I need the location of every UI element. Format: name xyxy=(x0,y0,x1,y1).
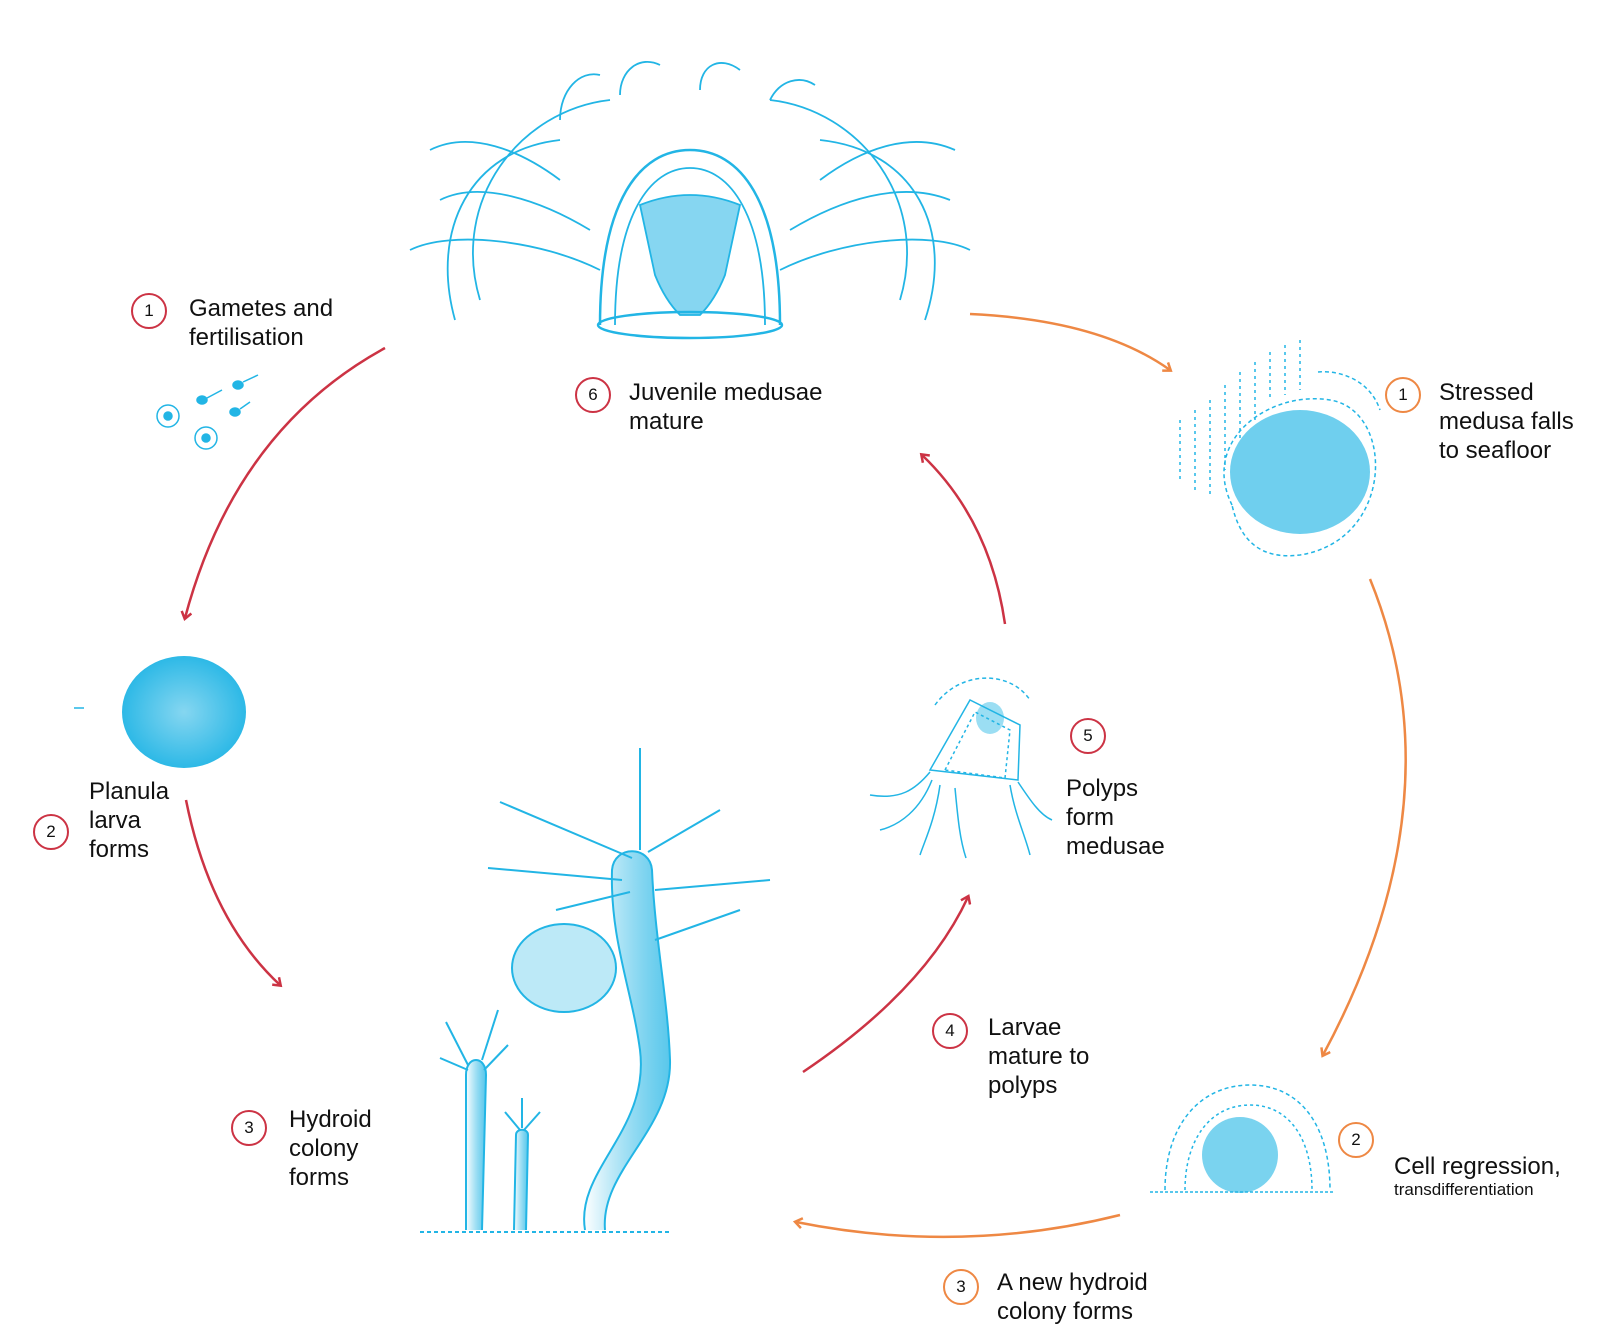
step-red-3: 3 Hydroid colony forms xyxy=(231,1106,372,1192)
arrow-polyps-to-juvenile xyxy=(922,455,1007,625)
arrow-planula-to-hydroid xyxy=(184,799,280,985)
arrow-gametes-to-planula xyxy=(185,346,386,618)
arrow-regression-to-new-colony xyxy=(796,1213,1121,1239)
step-red-5: 5 xyxy=(1070,718,1106,754)
step-number-badge: 5 xyxy=(1070,718,1106,754)
step-red-5-label: Polyps form medusae xyxy=(1066,775,1165,860)
step-orange-3: 3 A new hydroid colony forms xyxy=(943,1269,1148,1326)
step-number-badge: 4 xyxy=(932,1013,968,1049)
step-label: Planula larva forms xyxy=(89,778,170,863)
young-medusa-illustration xyxy=(869,677,1053,859)
step-red-6: 6 Juvenile medusae mature xyxy=(575,377,822,436)
step-red-1: 1 Gametes and fertilisation xyxy=(131,293,333,352)
step-number-badge: 1 xyxy=(1385,377,1421,413)
hydroid-colony-illustration xyxy=(420,748,771,1233)
planula-larva-illustration xyxy=(74,656,246,768)
step-orange-2: 2 Cell regression, transdifferentiation xyxy=(1338,1122,1561,1228)
step-number-badge: 3 xyxy=(943,1269,979,1305)
arrow-medusa-to-stressed xyxy=(969,312,1170,370)
step-label: Juvenile medusae mature xyxy=(629,379,823,435)
adult-medusa-illustration xyxy=(409,60,971,340)
step-label: Hydroid colony forms xyxy=(289,1106,372,1191)
step-red-4: 4 Larvae mature to polyps xyxy=(932,1013,1089,1100)
step-label-main: Cell regression, xyxy=(1394,1153,1561,1180)
step-label: Larvae mature to polyps xyxy=(988,1014,1090,1099)
arrow-hydroid-to-polyps xyxy=(802,897,968,1074)
regressing-cyst-illustration xyxy=(1150,1084,1335,1193)
step-number-badge: 3 xyxy=(231,1110,267,1146)
step-number-badge: 2 xyxy=(1338,1122,1374,1158)
step-label: Gametes and fertilisation xyxy=(189,295,334,351)
step-red-2: 2 Planula larva forms xyxy=(33,777,169,864)
step-orange-1: 1 Stressed medusa falls to seafloor xyxy=(1385,377,1574,465)
step-number-badge: 1 xyxy=(131,293,167,329)
arrow-stressed-to-regression xyxy=(1323,578,1407,1055)
step-number-badge: 2 xyxy=(33,814,69,850)
step-label: Cell regression, transdifferentiation xyxy=(1394,1123,1561,1228)
step-label: Stressed medusa falls to seafloor xyxy=(1439,379,1574,464)
step-label-subtext: transdifferentiation xyxy=(1394,1180,1534,1199)
step-label: A new hydroid colony forms xyxy=(997,1269,1148,1325)
gametes-illustration xyxy=(156,374,259,450)
step-number-badge: 6 xyxy=(575,377,611,413)
stressed-medusa-illustration xyxy=(1179,340,1381,557)
